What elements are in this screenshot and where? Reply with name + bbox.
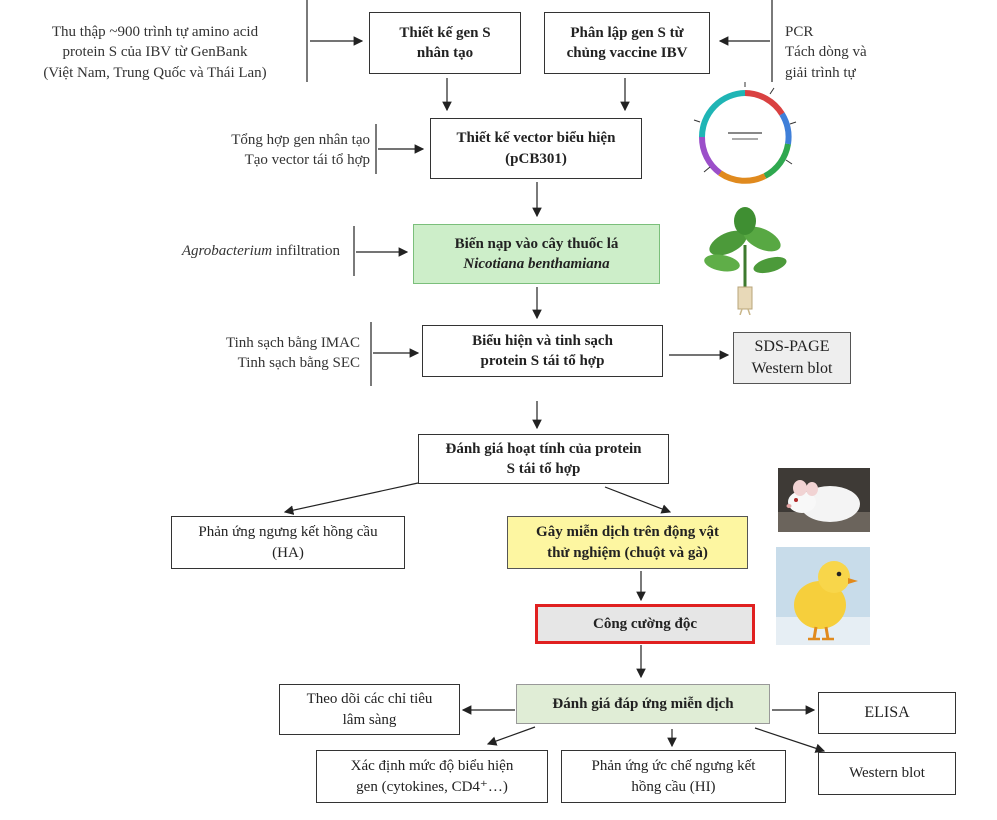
box-hi: Phản ứng ức chế ngưng kết hồng cầu (HI)	[561, 750, 786, 803]
box-transform: Biến nạp vào cây thuốc lá Nicotiana bent…	[413, 224, 660, 284]
box-ha: Phản ứng ngưng kết hồng cầu (HA)	[171, 516, 405, 569]
box-western-blot: Western blot	[818, 752, 956, 795]
tobacco-plant-illustration	[704, 207, 787, 315]
arrow-eval-to-western	[754, 727, 826, 753]
chick-illustration	[776, 547, 870, 645]
note-agro: Agrobacterium infiltration	[181, 243, 340, 259]
note-pcr: PCR Tách dòng và giải trình tự	[785, 24, 867, 81]
box-activity: Đánh giá hoạt tính của protein S tái tổ …	[418, 434, 669, 484]
note-genbank: Thu thập ~900 trình tự amino acid protei…	[43, 24, 267, 81]
box-immunize: Gây miễn dịch trên động vật thử nghiệm (…	[507, 516, 748, 569]
box-sds-page: SDS-PAGE Western blot	[733, 332, 851, 384]
box-clinical: Theo dõi các chỉ tiêu lâm sàng	[279, 684, 460, 735]
arrow-eval-to-gene-expr	[486, 726, 536, 746]
note-synth: Tổng hợp gen nhân tạo Tạo vector tái tổ …	[231, 132, 370, 169]
box-vector: Thiết kế vector biểu hiện (pCB301)	[430, 118, 642, 179]
box-gene-expression: Xác định mức độ biểu hiện gen (cytokines…	[316, 750, 548, 803]
arrow-activity-to-ha	[283, 482, 419, 515]
box-elisa: ELISA	[818, 692, 956, 734]
box-immune-eval: Đánh giá đáp ứng miễn dịch	[516, 684, 770, 724]
box-booster: Công cường độc	[535, 604, 755, 644]
arrow-activity-to-immunize	[604, 486, 672, 514]
plasmid-map-illustration	[693, 82, 797, 184]
note-purify: Tinh sạch bằng IMAC Tinh sạch bằng SEC	[225, 335, 360, 372]
box-design-gene: Thiết kế gen S nhân tạo	[369, 12, 521, 74]
box-express: Biểu hiện và tinh sạch protein S tái tổ …	[422, 325, 663, 377]
box-isolate-gene: Phân lập gen S từ chủng vaccine IBV	[544, 12, 710, 74]
mouse-illustration	[778, 468, 870, 532]
